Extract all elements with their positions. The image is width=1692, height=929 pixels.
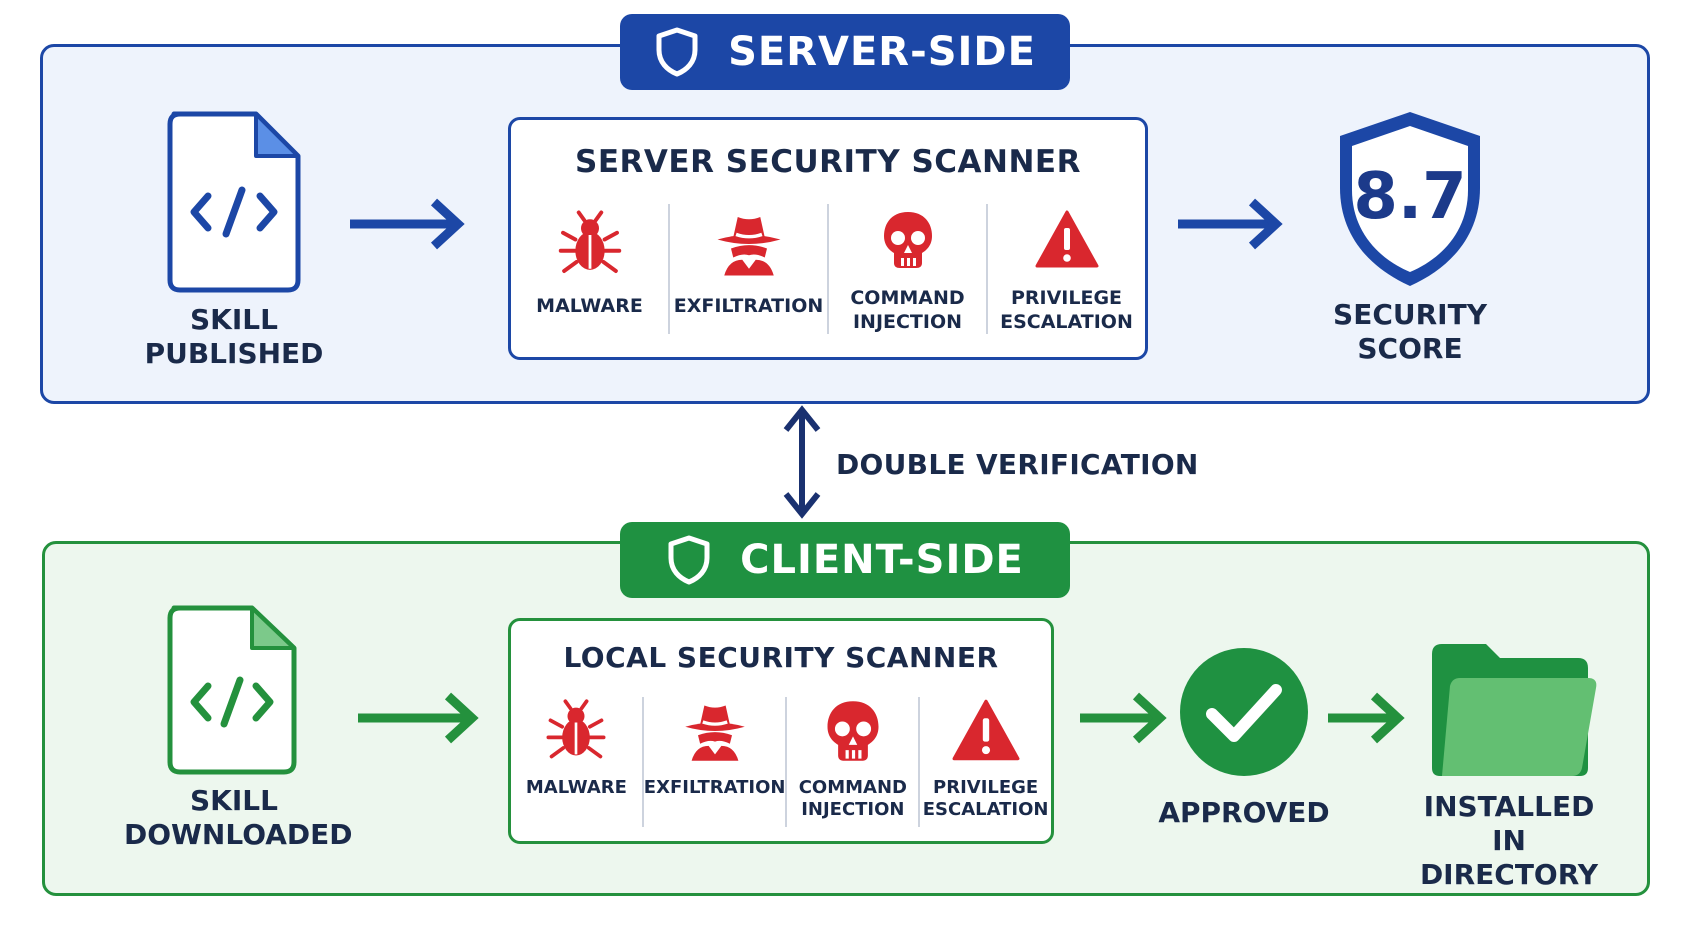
spy-icon (681, 697, 749, 765)
check-circle-icon (1180, 648, 1308, 776)
client-side-badge: CLIENT-SIDE (620, 522, 1070, 598)
threat-label: MALWARE (525, 777, 627, 798)
shield-icon (666, 534, 712, 586)
threat-label: COMMAND INJECTION (850, 287, 965, 333)
approved-label: APPROVED (1158, 796, 1330, 829)
scanner-title: SERVER SECURITY SCANNER (575, 144, 1081, 180)
threat-label: EXFILTRATION (643, 777, 786, 798)
security-score-value: 8.7 (1353, 160, 1467, 234)
warning-icon (952, 697, 1020, 765)
skull-icon (872, 208, 944, 272)
threat-command-injection: COMMAND INJECTION (785, 697, 918, 827)
security-score-label: SECURITY SCORE (1333, 298, 1487, 365)
server-security-scanner: SERVER SECURITY SCANNER MALWARE EXFILTRA… (508, 117, 1148, 360)
threat-label: MALWARE (536, 295, 643, 317)
arrow-right-icon (1080, 692, 1167, 744)
scanner-title: LOCAL SECURITY SCANNER (563, 641, 999, 674)
threat-command-injection: COMMAND INJECTION (827, 204, 986, 334)
code-file-icon (167, 111, 301, 293)
bug-icon (542, 697, 610, 765)
double-verification-label: DOUBLE VERIFICATION (836, 448, 1199, 481)
client-side-label: CLIENT-SIDE (740, 537, 1024, 583)
spy-icon (713, 208, 785, 280)
threat-exfiltration: EXFILTRATION (641, 697, 786, 827)
installed-label: INSTALLED IN DIRECTORY (1419, 790, 1599, 891)
threat-privilege-escalation: PRIVILEGE ESCALATION (986, 204, 1145, 334)
folder-icon (1432, 644, 1597, 776)
threat-exfiltration: EXFILTRATION (668, 204, 827, 334)
code-file-icon (167, 605, 297, 775)
threat-malware: MALWARE (511, 204, 668, 334)
double-arrow-icon (783, 405, 821, 519)
threat-label: PRIVILEGE ESCALATION (922, 777, 1049, 820)
threat-label: PRIVILEGE ESCALATION (1000, 287, 1133, 333)
local-security-scanner: LOCAL SECURITY SCANNER MALWARE EXFILTRAT… (508, 618, 1054, 844)
skill-downloaded-label: SKILL DOWNLOADED (124, 784, 353, 851)
server-side-label: SERVER-SIDE (728, 29, 1036, 75)
skull-icon (819, 697, 887, 765)
threat-label: EXFILTRATION (673, 295, 824, 317)
threat-malware: MALWARE (511, 697, 642, 827)
shield-icon (654, 26, 700, 78)
arrow-right-icon (1328, 692, 1405, 744)
skill-published-label: SKILL PUBLISHED (144, 303, 324, 370)
server-side-badge: SERVER-SIDE (620, 14, 1070, 90)
warning-icon (1031, 208, 1103, 272)
threat-privilege-escalation: PRIVILEGE ESCALATION (918, 697, 1051, 827)
bug-icon (554, 208, 626, 280)
threat-label: COMMAND INJECTION (798, 777, 907, 820)
arrow-right-icon (1178, 198, 1283, 250)
arrow-right-icon (350, 198, 465, 250)
arrow-right-icon (358, 692, 479, 744)
shield-score-icon (1340, 112, 1480, 286)
